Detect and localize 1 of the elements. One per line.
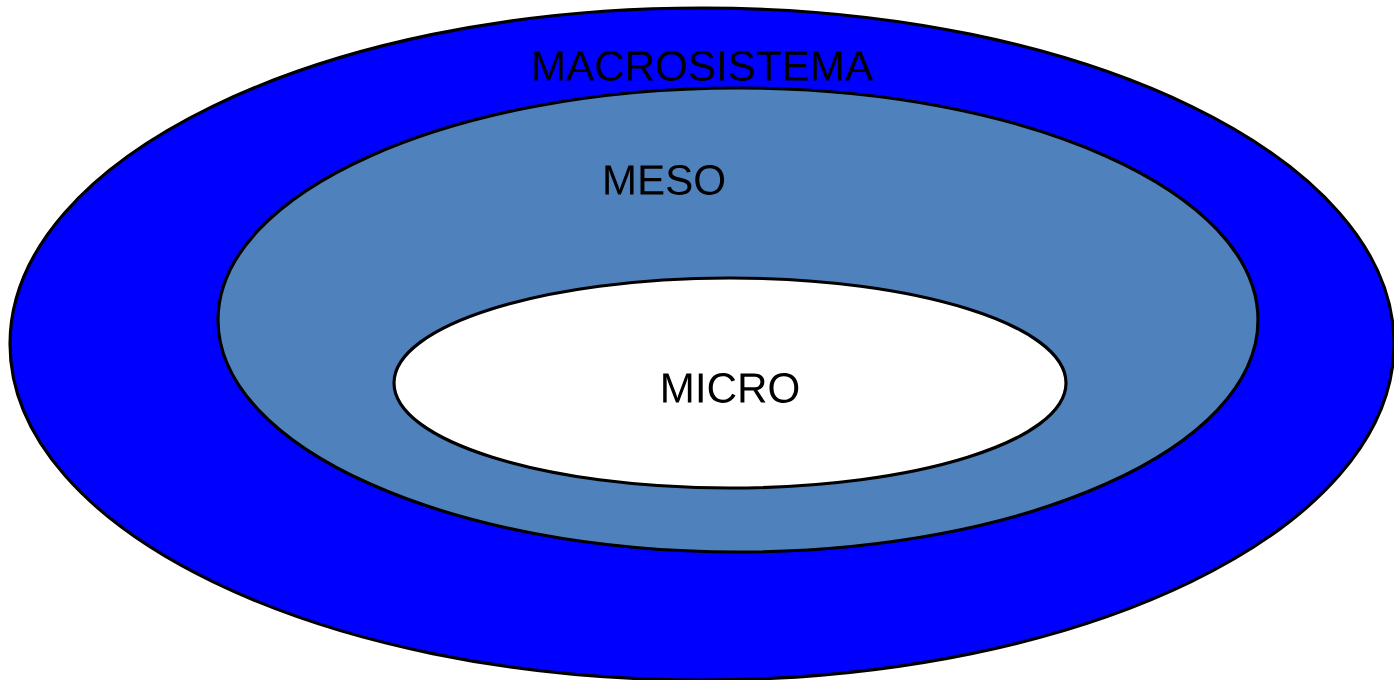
ellipse-region: MICRO xyxy=(392,276,1068,490)
